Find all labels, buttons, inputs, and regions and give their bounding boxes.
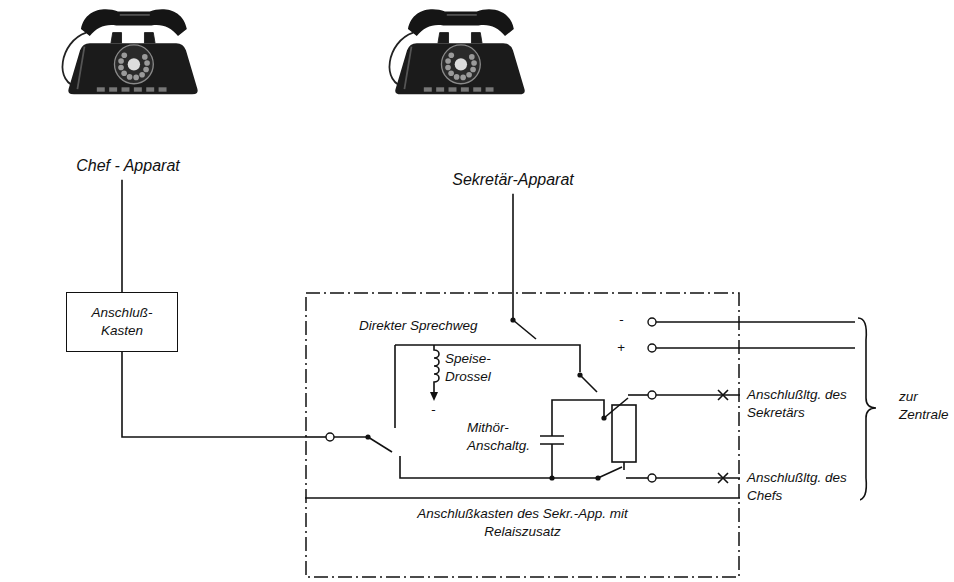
dial bbox=[441, 45, 480, 84]
highlight bbox=[77, 47, 84, 89]
phone-body bbox=[68, 43, 198, 94]
dial bbox=[114, 45, 153, 84]
polarity-sign: + bbox=[616, 339, 626, 357]
dial-center bbox=[455, 58, 467, 70]
wire-connector bbox=[122, 352, 305, 437]
polarity-sign: - bbox=[618, 311, 625, 329]
buttons bbox=[97, 87, 167, 91]
polarity-sign: - bbox=[430, 401, 437, 419]
cradle bbox=[111, 33, 155, 44]
chef-telephone: Chef - Apparat bbox=[13, 0, 243, 180]
junction-box: Anschluß- Kasten bbox=[66, 292, 178, 352]
handset bbox=[81, 9, 187, 36]
junction-dots bbox=[365, 317, 606, 480]
dial-center bbox=[128, 58, 140, 70]
highlight bbox=[120, 14, 150, 15]
capacitor-label: Mithör- Anschaltg. bbox=[466, 419, 540, 454]
secretary-telephone: Sekretär-Apparat bbox=[398, 0, 628, 194]
dial-holes bbox=[118, 52, 150, 80]
box-label: Anschluß- Kasten bbox=[73, 304, 171, 339]
buttons bbox=[424, 87, 494, 91]
telephone-illustration bbox=[58, 2, 208, 102]
phone-body bbox=[395, 43, 525, 94]
dial-holes bbox=[445, 52, 477, 80]
cradle bbox=[438, 33, 482, 44]
line-label: Anschlußltg. des Sekretärs bbox=[746, 386, 860, 421]
line-label: Anschlußltg. des Chefs bbox=[746, 469, 860, 504]
phone-label: Sekretär-Apparat bbox=[398, 170, 628, 191]
highlight bbox=[404, 47, 411, 89]
exchange-label: zur Zentrale bbox=[898, 388, 954, 423]
handset bbox=[408, 9, 514, 36]
choke-label: Speise- Drossel bbox=[444, 350, 510, 385]
terminals bbox=[326, 318, 656, 482]
highlight bbox=[447, 14, 477, 15]
telephone-illustration bbox=[385, 2, 535, 102]
coil-arrow bbox=[430, 392, 438, 401]
wire-connector bbox=[512, 194, 514, 292]
frame-caption: Anschlußkasten des Sekr.-App. mit Relais… bbox=[413, 505, 633, 540]
path-label: Direkter Sprechweg bbox=[358, 317, 479, 335]
phone-label: Chef - Apparat bbox=[13, 156, 243, 177]
wire-connector bbox=[121, 180, 123, 292]
